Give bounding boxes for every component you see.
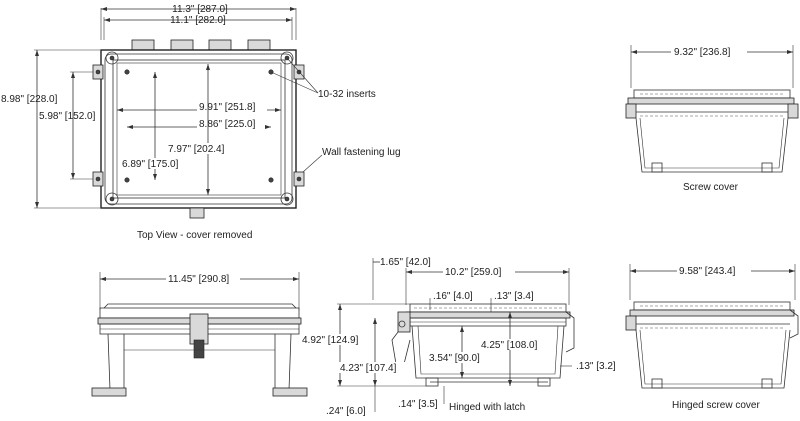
dim-hinge-offset: 1.65" [42.0] (380, 257, 431, 268)
dim-inner-height-hinged: 3.54" [90.0] (429, 353, 480, 364)
dim-total-height: 4.92" [124.9] (302, 335, 359, 346)
dim-screw-cover-width: 9.32" [236.8] (674, 47, 731, 58)
label-wall-lug: Wall fastening lug (322, 147, 401, 158)
dim-hinged-screw-width: 9.58" [243.4] (679, 266, 736, 277)
dim-wall-top: .16" [4.0] (433, 291, 473, 302)
dim-side-offset: .13" [3.2] (576, 361, 616, 372)
label-inserts: 10-32 inserts (318, 89, 376, 100)
caption-top-view: Top View - cover removed (137, 230, 252, 241)
screw-cover-view: 9.32" [236.8] Screw cover (625, 45, 799, 193)
dim-depth: 4.25" [108.0] (481, 340, 538, 351)
dim-front-width: 11.45" [290.8] (168, 274, 229, 285)
dim-insert-height: 6.89" [175.0] (122, 159, 179, 170)
caption-hinged-screw-cover: Hinged screw cover (672, 400, 760, 411)
dim-hinged-width: 10.2" [259.0] (445, 267, 502, 278)
dim-base: .14" [3.5] (398, 399, 438, 410)
dim-foot: .24" [6.0] (326, 406, 366, 417)
top-view: 11.3" [287.0] 11.1" [282.0] (1, 4, 401, 241)
dim-body-width: 11.1" [282.0] (170, 15, 226, 26)
dim-lug-spacing: 5.98" [152.0] (39, 111, 96, 122)
hinged-screw-cover-view: 9.58" [243.4] Hinged screw cover (625, 264, 799, 411)
hinged-latch-view: 1.65" [42.0] 10.2" [259.0] .16" [4.0] .1… (300, 257, 616, 417)
dim-lip-top: .13" [3.4] (494, 291, 534, 302)
dim-inner-height: 7.97" [202.4] (168, 144, 225, 155)
dim-inner-width: 9.91" [251.8] (199, 102, 256, 113)
dim-body-height: 4.23" [107.4] (340, 363, 397, 374)
caption-screw-cover: Screw cover (683, 182, 739, 193)
dim-overall-width: 11.3" [287.0] (172, 4, 228, 15)
caption-hinged-latch: Hinged with latch (449, 402, 525, 413)
front-view: 11.45" [290.8] (91, 272, 308, 397)
dim-insert-width: 8.86" [225.0] (199, 119, 256, 130)
dim-overall-height: 8.98" [228.0] (1, 94, 58, 105)
